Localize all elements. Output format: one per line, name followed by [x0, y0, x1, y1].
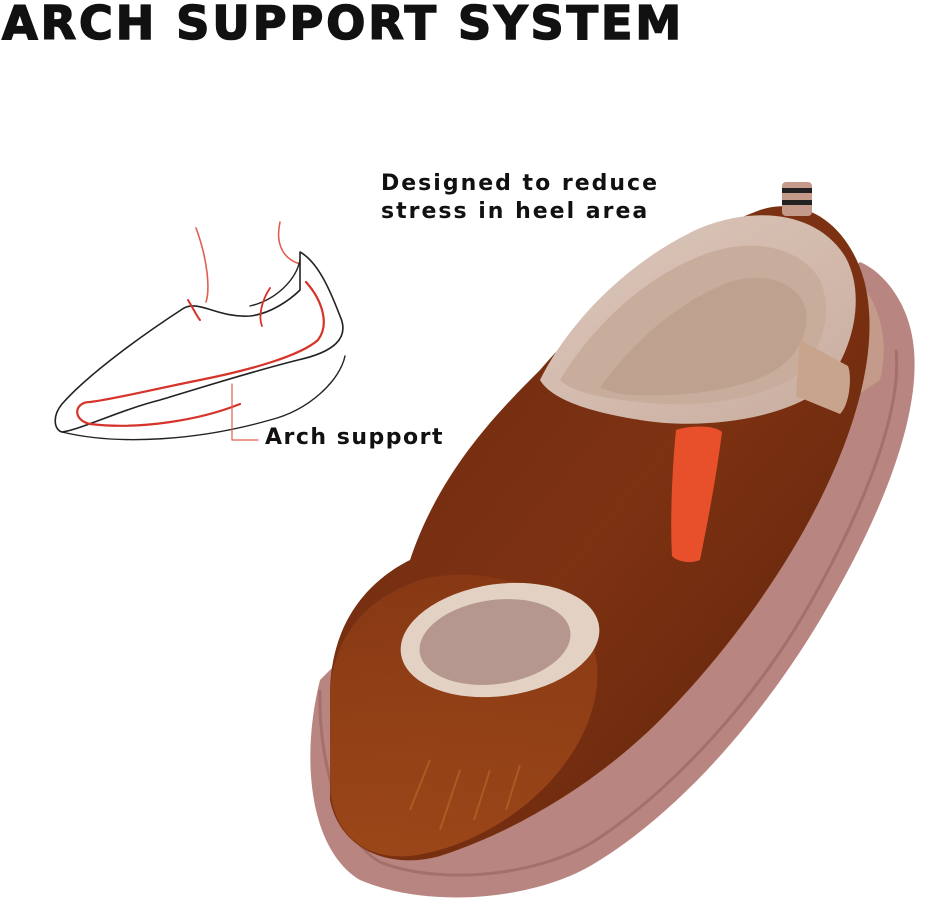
heel-callout: Designed to reduce stress in heel area [381, 170, 659, 226]
heel-callout-line1: Designed to reduce [381, 171, 659, 196]
arch-callout: Arch support [265, 425, 444, 450]
heel-callout-line2: stress in heel area [381, 199, 650, 224]
page-title: ARCH SUPPORT SYSTEM [1, 0, 685, 51]
